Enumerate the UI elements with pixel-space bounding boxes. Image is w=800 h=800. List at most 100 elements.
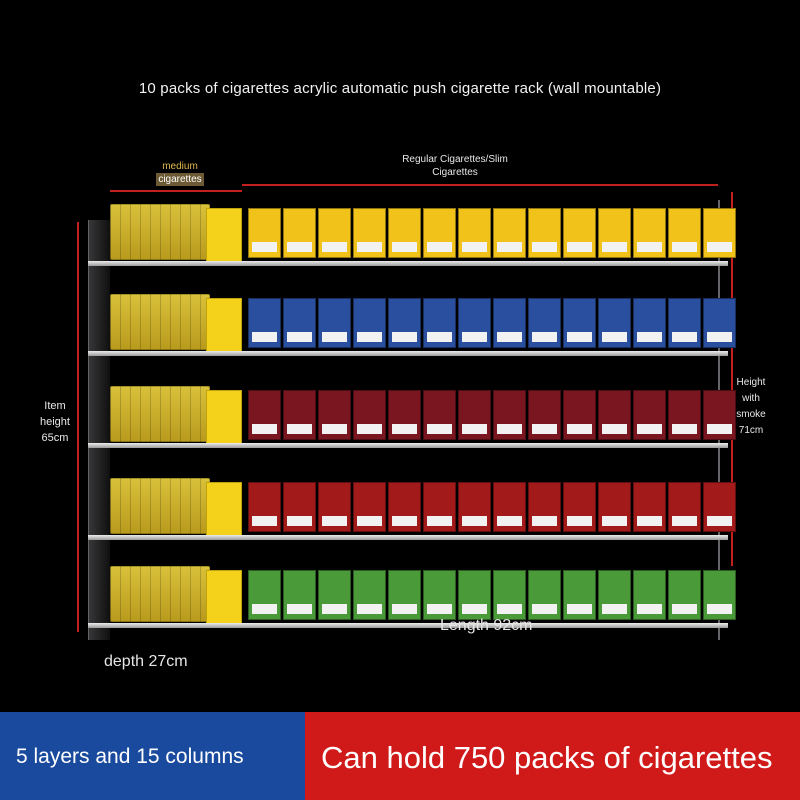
cigarette-pack [283,208,316,258]
height-with-smoke-line [731,192,733,566]
depth-label: depth 27cm [104,653,188,670]
medium-pack-block [110,478,210,534]
front-pack [206,570,242,624]
shelf-row [88,566,736,628]
page-title: 10 packs of cigarettes acrylic automatic… [138,80,662,97]
cigarette-pack [493,208,526,258]
cigarette-pack [458,208,491,258]
cigarette-pack [598,482,631,532]
cigarette-pack [703,570,736,620]
cigarette-pack [668,208,701,258]
cigarette-pack [633,298,666,348]
medium-pack-block [110,294,210,350]
shelf-edge [88,535,728,540]
cigarette-pack [493,570,526,620]
cigarette-pack [493,390,526,440]
banner-left: 5 layers and 15 columns [0,712,305,800]
cigarette-pack [388,390,421,440]
pack-row [248,482,736,532]
front-pack [206,208,242,262]
shelf-edge [88,261,728,266]
cigarette-pack [528,482,561,532]
cigarette-pack [248,482,281,532]
cigarette-pack [318,390,351,440]
cigarette-pack [283,298,316,348]
banner-right: Can hold 750 packs of cigarettes [305,712,800,800]
cigarette-pack [598,208,631,258]
item-height-line [77,222,79,632]
cigarette-pack [668,390,701,440]
cigarette-pack [703,482,736,532]
cigarette-pack [248,208,281,258]
capacity-text: Can hold 750 packs of cigarettes [321,740,773,775]
medium-pack-block [110,386,210,442]
cigarette-pack [318,298,351,348]
cigarette-pack [458,298,491,348]
cigarette-pack [353,390,386,440]
shelf-edge [88,351,728,356]
cigarette-pack [598,390,631,440]
medium-cigarettes-label: medium cigarettes [156,161,204,186]
cigarette-pack [423,208,456,258]
cigarette-pack [493,482,526,532]
cigarette-pack [528,390,561,440]
cigarette-pack [598,298,631,348]
cigarette-pack [703,298,736,348]
cigarette-pack [283,482,316,532]
cigarette-pack [388,482,421,532]
cigarette-pack [388,208,421,258]
cigarette-pack [563,298,596,348]
front-pack [206,298,242,352]
cigarette-pack [423,570,456,620]
regular-cigarettes-label: Regular Cigarettes/Slim Cigarettes [402,154,508,178]
shelf-row [88,478,736,540]
cigarette-pack [248,390,281,440]
front-pack [206,482,242,536]
medium-dimension-line [110,190,242,192]
pack-row [248,208,736,258]
pack-row [248,570,736,620]
shelf-row [88,386,736,448]
cigarette-pack [668,298,701,348]
cigarette-pack [458,570,491,620]
cigarette-pack [423,390,456,440]
bottom-banner: 5 layers and 15 columns Can hold 750 pac… [0,712,800,800]
cigarette-pack [703,390,736,440]
front-pack [206,390,242,444]
cigarette-rack-image [88,200,736,645]
shelf-edge [88,443,728,448]
cigarette-pack [318,570,351,620]
pack-row [248,298,736,348]
cigarette-pack [493,298,526,348]
shelf-row [88,294,736,356]
cigarette-pack [563,482,596,532]
cigarette-pack [353,570,386,620]
cigarette-pack [703,208,736,258]
cigarette-pack [598,570,631,620]
cigarette-pack [633,208,666,258]
cigarette-pack [423,482,456,532]
cigarette-pack [528,570,561,620]
layers-columns-text: 5 layers and 15 columns [16,745,244,768]
cigarette-pack [458,390,491,440]
cigarette-pack [248,298,281,348]
cigarette-pack [633,390,666,440]
medium-pack-block [110,204,210,260]
height-with-smoke-label: Height with smoke 71cm [736,377,766,436]
cigarette-pack [353,298,386,348]
shelf-edge [88,623,728,628]
pack-row [248,390,736,440]
regular-dimension-line [242,184,718,186]
shelf-row [88,204,736,266]
cigarette-pack [318,208,351,258]
cigarette-pack [563,390,596,440]
cigarette-pack [283,570,316,620]
cigarette-pack [563,570,596,620]
medium-pack-block [110,566,210,622]
length-label: Length 92cm [440,617,533,634]
cigarette-pack [388,298,421,348]
cigarette-pack [633,570,666,620]
cigarette-pack [528,298,561,348]
cigarette-pack [353,482,386,532]
cigarette-pack [563,208,596,258]
